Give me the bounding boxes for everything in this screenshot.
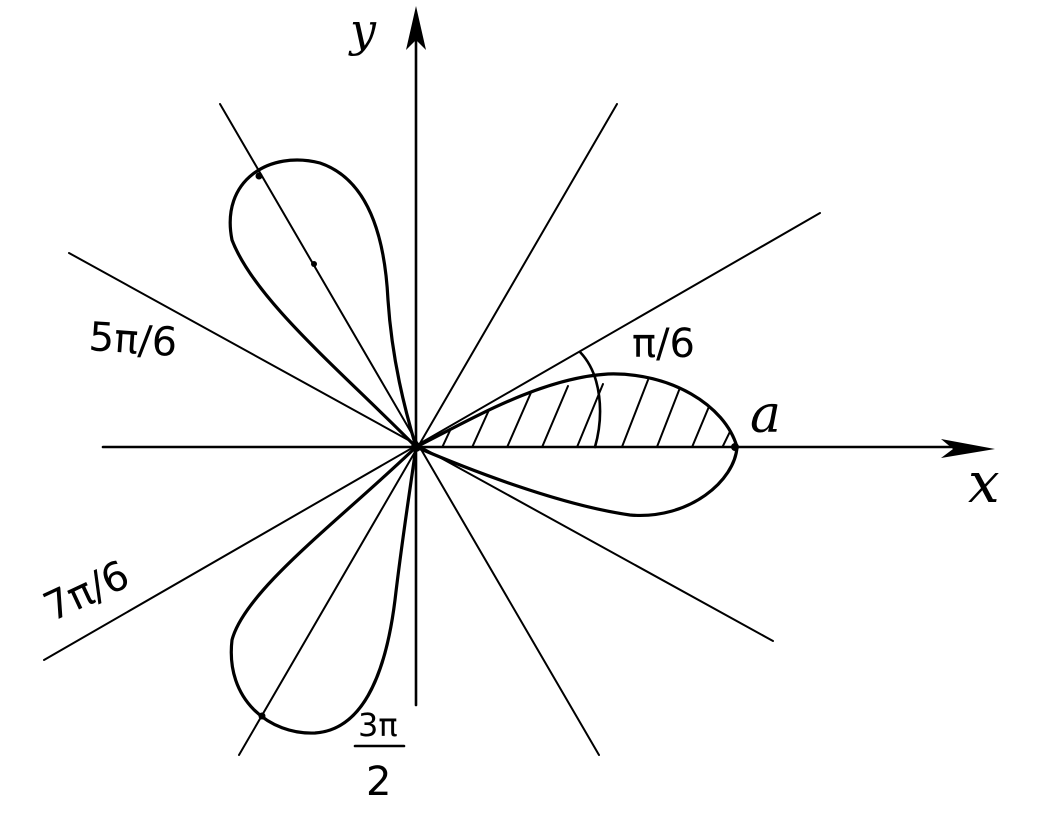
radial-lines bbox=[43, 103, 821, 756]
petal-lower-left bbox=[229, 445, 418, 735]
y-axis-label: y bbox=[348, 3, 377, 57]
petal-right bbox=[414, 372, 739, 517]
coordinate-axes bbox=[101, 6, 995, 707]
angle-label-5pi-6: 5π/6 bbox=[87, 314, 178, 366]
point-a-marker bbox=[731, 443, 739, 451]
y-axis-arrow-icon bbox=[406, 6, 426, 50]
lower-petal-marker bbox=[258, 712, 266, 720]
angle-label-7pi-6: 7π/6 bbox=[37, 552, 137, 631]
angle-label-3pi-denominator: 2 bbox=[366, 759, 391, 805]
angle-label-3pi-numerator: 3π bbox=[358, 706, 398, 744]
upper-petal-marker bbox=[255, 172, 263, 180]
point-a-label: a bbox=[750, 385, 781, 445]
hatched-area bbox=[439, 379, 737, 447]
petal-upper-left bbox=[228, 158, 418, 449]
x-axis-arrow-icon bbox=[941, 439, 995, 458]
upper-petal-mid-marker bbox=[311, 261, 317, 267]
origin-point bbox=[411, 442, 421, 452]
x-axis-label: x bbox=[968, 451, 1000, 516]
radial-line-30-210 bbox=[43, 212, 821, 661]
radial-line-60-240 bbox=[238, 103, 618, 756]
angle-label-pi-6: π/6 bbox=[632, 321, 695, 367]
angle-arc bbox=[578, 350, 602, 449]
